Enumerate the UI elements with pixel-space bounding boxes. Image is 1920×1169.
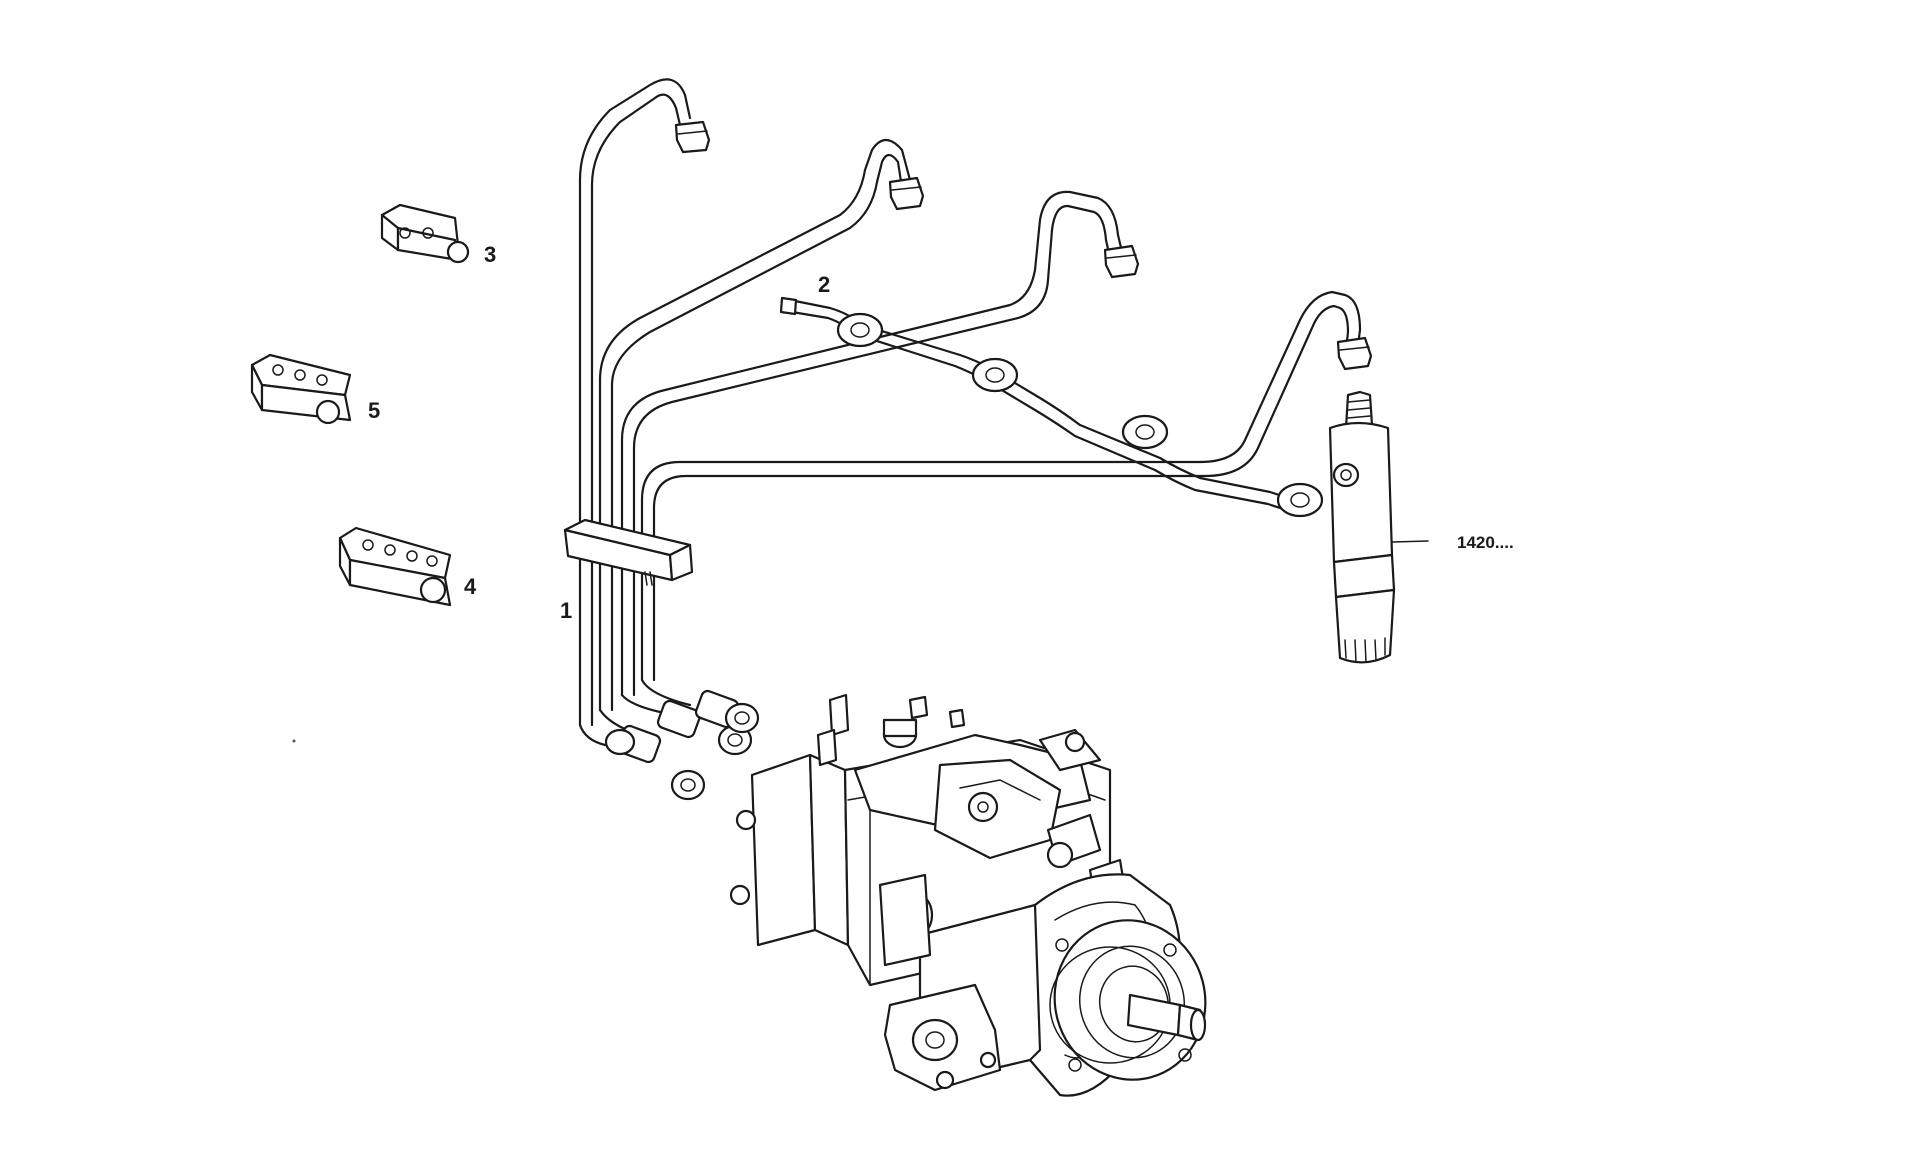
injector-leader-line — [1391, 540, 1429, 543]
callout-injector-ref: 1420.... — [1457, 533, 1514, 552]
callout-1: 1 — [560, 598, 572, 623]
callout-3: 3 — [484, 242, 496, 267]
banjo-fitting-4 — [1276, 482, 1324, 518]
injector — [1328, 390, 1396, 664]
clamp-item-4 — [338, 526, 452, 607]
banjo-fitting-3 — [1121, 414, 1169, 450]
pipe-nut-d — [1336, 336, 1373, 371]
pipe-nut-c — [1103, 244, 1140, 279]
callout-4: 4 — [464, 574, 477, 599]
pipe-outlet-fittings — [578, 678, 760, 801]
pipe-bundle-clamp — [563, 518, 694, 586]
banjo-fitting-2 — [971, 357, 1019, 393]
callout-5: 5 — [368, 398, 380, 423]
clamp-item-5 — [250, 353, 352, 425]
leak-off-line — [779, 296, 1324, 518]
high-pressure-pipe-set — [578, 78, 1362, 727]
pipe-nut-a — [674, 120, 711, 154]
injection-pump — [729, 693, 1207, 1097]
stray-mark — [292, 739, 296, 743]
pipe-nut-b — [888, 176, 925, 211]
banjo-fitting-1 — [836, 312, 884, 348]
callout-2: 2 — [818, 272, 830, 297]
clamp-item-3 — [380, 203, 470, 264]
